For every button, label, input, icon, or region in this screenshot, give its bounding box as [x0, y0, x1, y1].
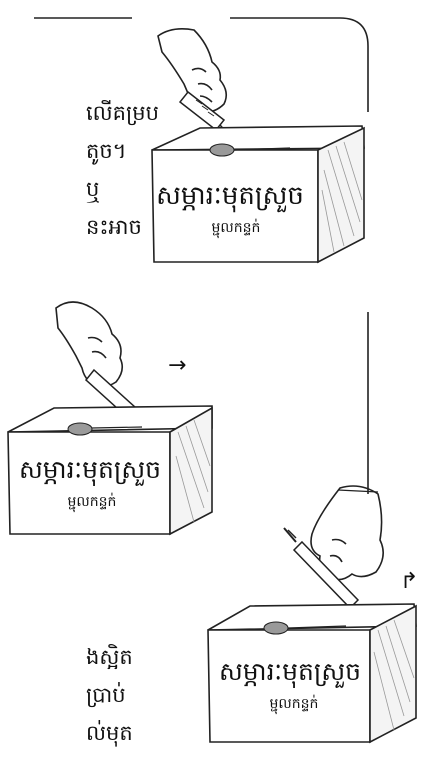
- syringe-icon: [283, 527, 360, 610]
- gloved-hand-icon: [310, 485, 384, 581]
- box-label-sub: ម្ជុលកន្ទក់: [68, 492, 117, 513]
- sharps-box-icon: សម្ភារៈមុតស្រួច ម្ជុលកន្ទក់: [151, 125, 365, 264]
- arrow-up-curve-icon: ↱: [400, 569, 418, 594]
- box-label-main: សម្ភារៈមុតស្រួច: [219, 657, 361, 688]
- box-label-main: សម្ភារៈមុតស្រួច: [156, 181, 304, 213]
- text-line: ឬ: [86, 177, 100, 201]
- illustration-step-3: ↱ សម្ភារៈមុតស្រួច ម្ជុលកន្ទក់: [207, 485, 418, 744]
- box-label-main: សម្ភារៈមុតស្រួច: [19, 455, 161, 486]
- arrow-right-icon: →: [168, 353, 186, 378]
- text-line: ងស្អិត: [86, 645, 133, 669]
- gloved-hand-icon: [55, 301, 124, 388]
- box-label-sub: ម្ជុលកន្ទក់: [270, 694, 319, 715]
- sharps-box-icon: សម្ភារៈមុតស្រួច ម្ជុលកន្ទក់: [207, 603, 417, 744]
- box-label-sub: ម្ជុលកន្ទក់: [212, 218, 261, 239]
- illustration-step-1: សម្ភារៈមុតស្រួច ម្ជុលកន្ទក់: [151, 28, 365, 264]
- text-line: លើគម្រប: [86, 101, 159, 125]
- instruction-text-bottom: ងស្អិត ប្រាប់ ល់មុត: [86, 638, 226, 752]
- text-line: ល់មុត: [86, 721, 133, 745]
- instruction-text-top: លើគម្រប តូច។ ឬ នះអាច: [86, 94, 226, 246]
- sharps-box-icon: សម្ភារៈមុតស្រួច ម្ជុលកន្ទក់: [7, 405, 213, 536]
- text-line: ប្រាប់: [86, 683, 126, 707]
- illustration-step-2: → សម្ភារៈមុតស្រួច ម្ជុលកន្ទក់: [7, 301, 213, 536]
- text-line: នះអាច: [86, 215, 142, 239]
- text-line: តូច។: [86, 139, 127, 163]
